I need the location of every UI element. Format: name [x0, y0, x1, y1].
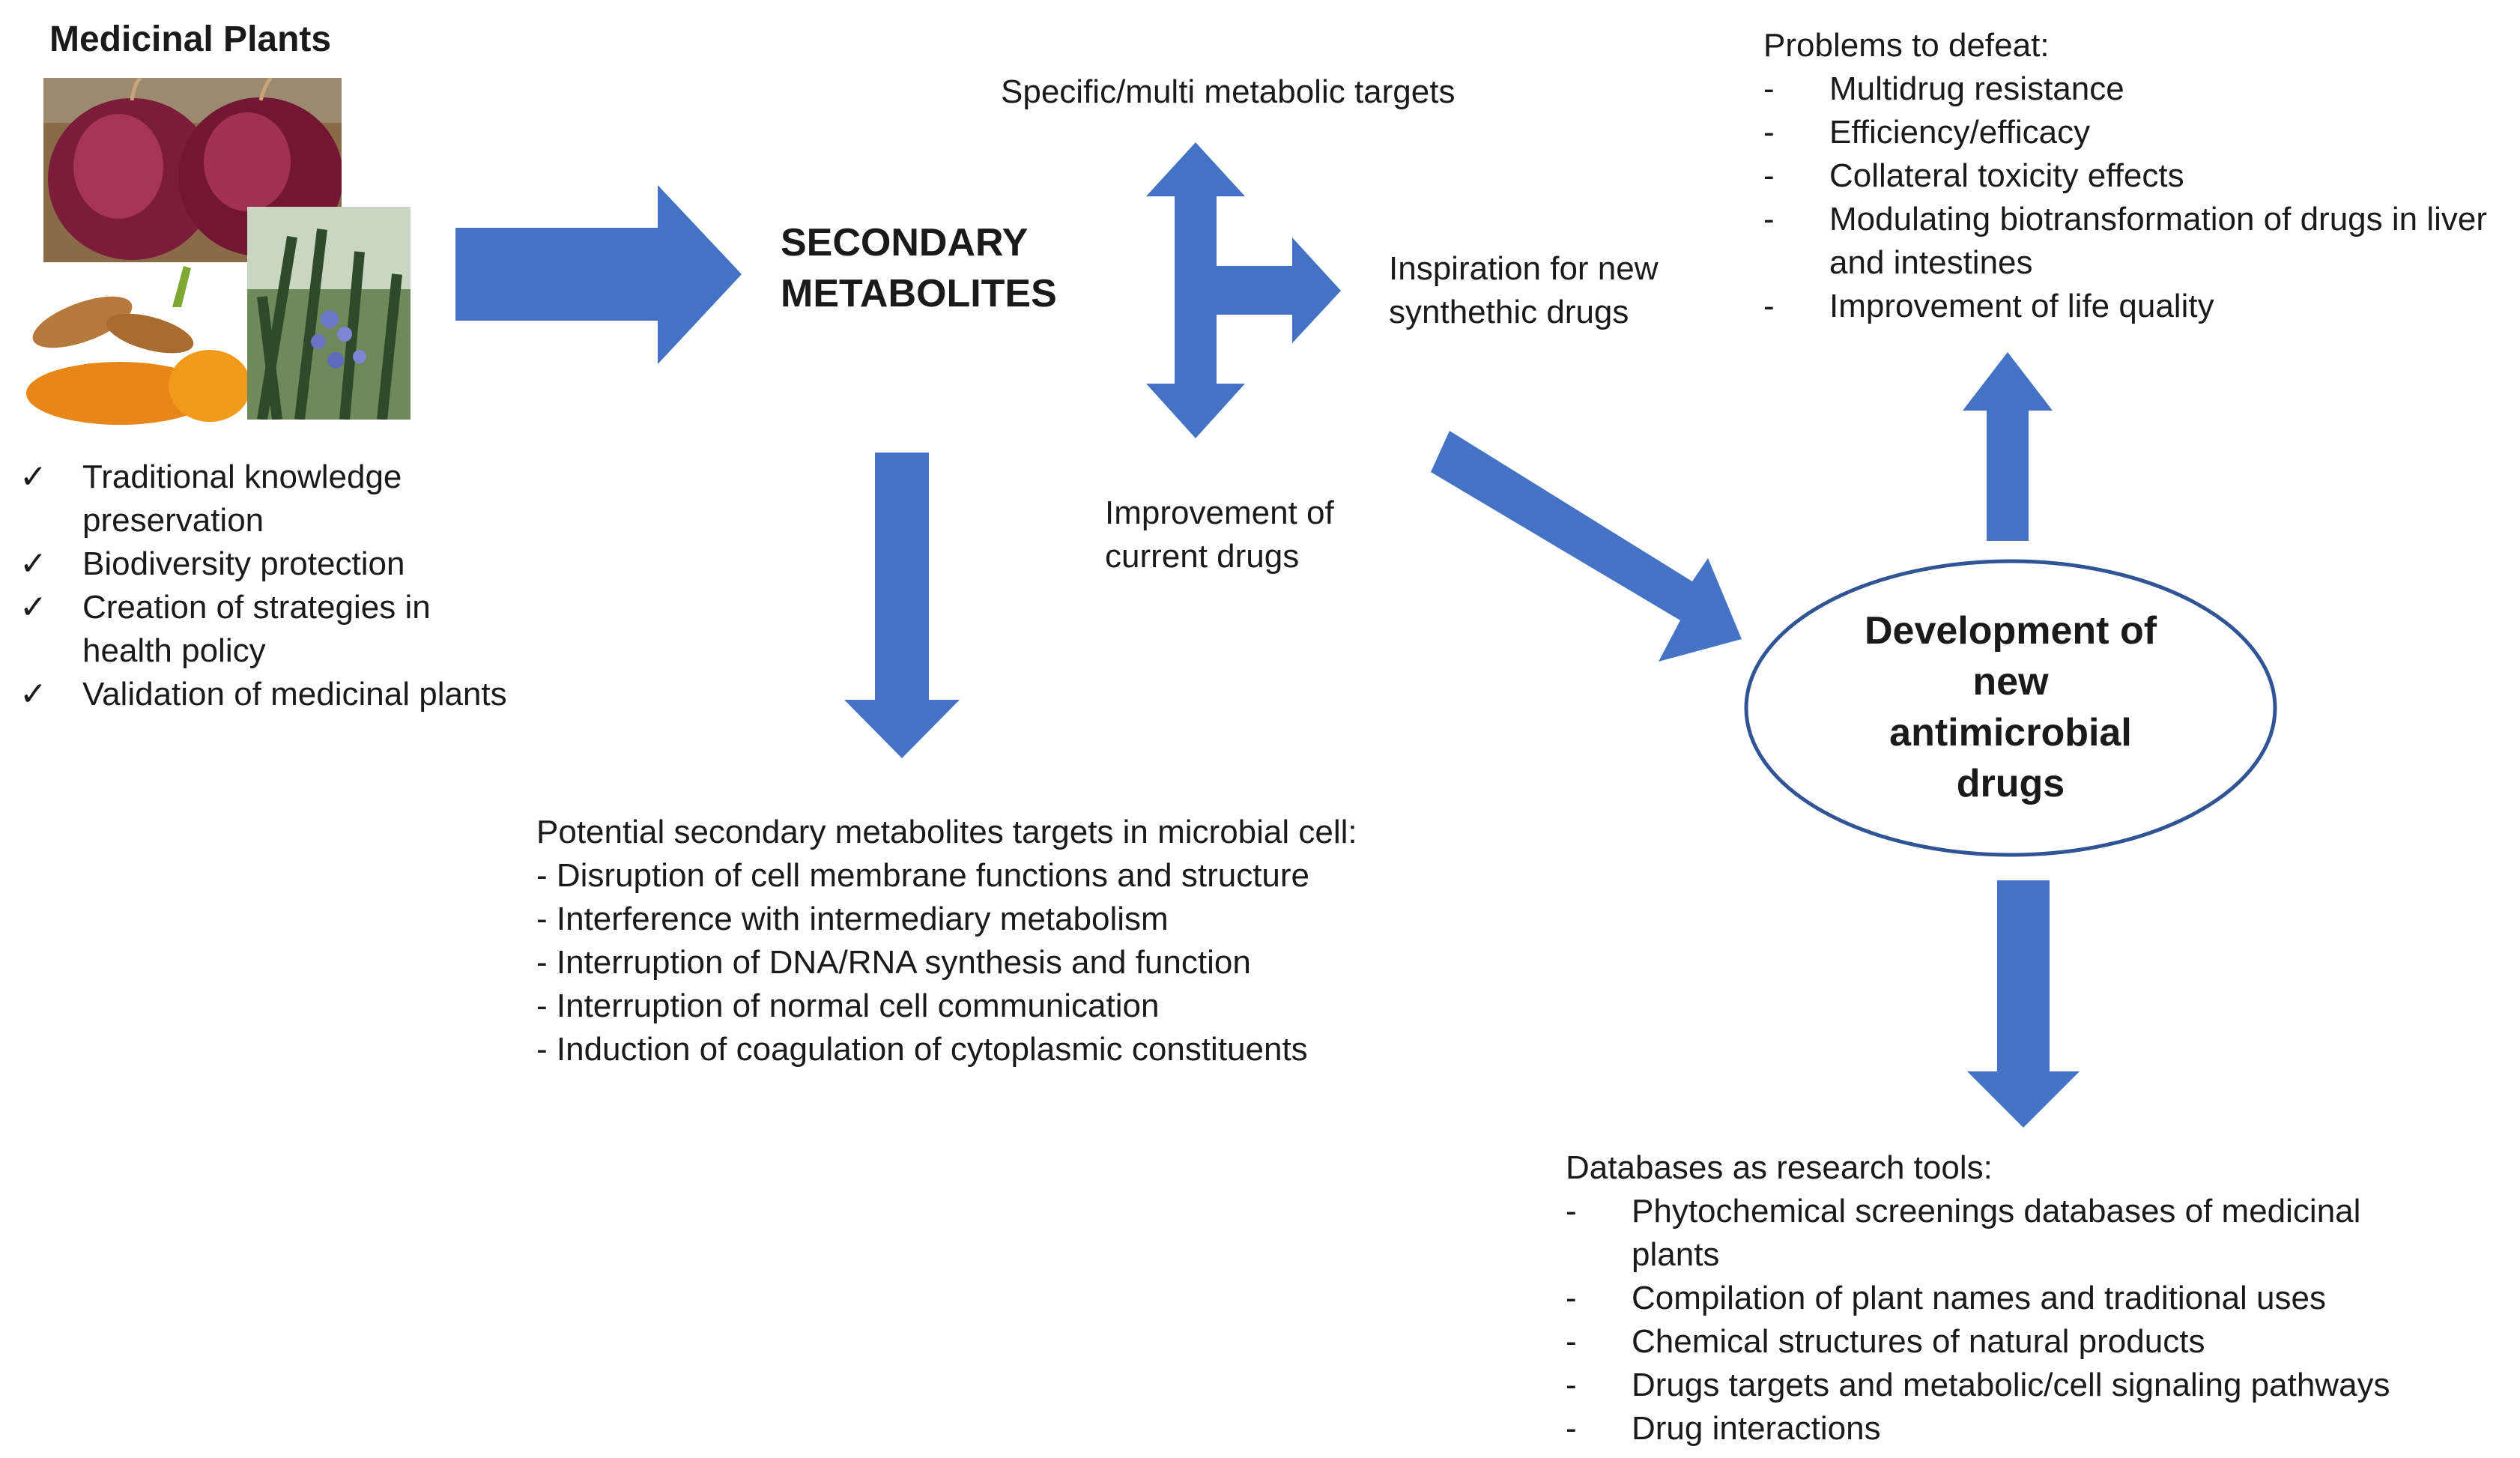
list-item: - Chemical structures of natural product…	[1566, 1320, 2390, 1364]
list-item: - Disruption of cell membrane functions …	[536, 857, 1310, 894]
list-item: - Collateral toxicity effects	[1763, 154, 2487, 198]
list-item-line: Multidrug resistance	[1829, 70, 2124, 107]
list-item-line: Creation of strategies in	[82, 589, 431, 626]
list-item-line: Collateral toxicity effects	[1829, 157, 2184, 194]
improvement-line: current drugs	[1105, 538, 1300, 575]
list-item: - Drug interactions	[1566, 1407, 2390, 1451]
list-item-line: Traditional knowledge	[82, 459, 402, 495]
list-item: ✓ Creation of strategies in health polic…	[19, 586, 507, 673]
list-item-line: Biodiversity protection	[82, 545, 405, 582]
list-item: - Multidrug resistance	[1763, 67, 2487, 111]
dash-bullet: -	[1566, 1280, 1577, 1316]
list-item: - Interference with intermediary metabol…	[536, 901, 1169, 937]
list-item: - Improvement of life quality	[1763, 285, 2487, 328]
dash-bullet: -	[1763, 157, 1775, 194]
list-item-line: Modulating biotransformation of drugs in…	[1829, 201, 2488, 238]
list-item-line: preservation	[82, 502, 264, 539]
dash-bullet: -	[1763, 70, 1775, 107]
improvement-line: Improvement of	[1105, 494, 1334, 531]
list-item-line: Compilation of plant names and tradition…	[1632, 1280, 2326, 1316]
list-item: - Interruption of normal cell communicat…	[536, 987, 1160, 1024]
list-item: - Induction of coagulation of cytoplasmi…	[536, 1031, 1308, 1068]
list-item-line: Phytochemical screenings databases of me…	[1632, 1193, 2361, 1229]
arrow-development-up	[1963, 352, 2053, 541]
list-item: - Compilation of plant names and traditi…	[1566, 1277, 2390, 1320]
specific-targets-label: Specific/multi metabolic targets	[1001, 73, 1456, 110]
list-item: ✓ Biodiversity protection	[19, 542, 507, 586]
dash-bullet: -	[1566, 1367, 1577, 1403]
check-icon: ✓	[19, 545, 47, 582]
improvement-label: Improvement of current drugs	[1105, 491, 1334, 578]
list-item: - Drugs targets and metabolic/cell signa…	[1566, 1364, 2390, 1407]
list-item-line: Chemical structures of natural products	[1632, 1323, 2205, 1360]
microbial-targets-block: Potential secondary metabolites targets …	[536, 811, 1357, 1071]
list-item-line: Efficiency/efficacy	[1829, 114, 2091, 151]
development-line: new	[1972, 660, 2049, 704]
list-item: ✓ Traditional knowledge preservation	[19, 456, 507, 542]
inspiration-label: Inspiration for new synthethic drugs	[1389, 247, 1659, 334]
databases-list: - Phytochemical screenings databases of …	[1566, 1190, 2390, 1451]
dash-bullet: -	[1566, 1410, 1577, 1447]
list-item-line: Validation of medicinal plants	[82, 676, 507, 713]
dash-bullet: -	[1566, 1193, 1577, 1229]
development-line: antimicrobial	[1889, 711, 2132, 754]
list-item: ✓ Validation of medicinal plants	[19, 673, 507, 716]
microbial-targets-title: Potential secondary metabolites targets …	[536, 814, 1357, 850]
list-item-line: Drugs targets and metabolic/cell signali…	[1632, 1367, 2390, 1403]
medicinal-plants-title: Medicinal Plants	[49, 19, 332, 59]
list-item-line: health policy	[82, 632, 266, 669]
problems-list: - Multidrug resistance - Efficiency/effi…	[1763, 67, 2487, 328]
dash-bullet: -	[1763, 201, 1775, 238]
arrow-diagonal-to-development	[1431, 431, 1742, 662]
turmeric-photo	[22, 262, 252, 429]
arrow-plants-to-metabolites	[455, 185, 742, 364]
check-icon: ✓	[19, 459, 47, 495]
list-item-line: and intestines	[1829, 244, 2033, 281]
secondary-metabolites-label: SECONDARY METABOLITES	[781, 217, 1057, 319]
dash-bullet: -	[1763, 114, 1775, 151]
secondary-metabolites-line: METABOLITES	[781, 272, 1057, 315]
list-item-line: plants	[1632, 1236, 1720, 1273]
arrow-development-down	[1967, 880, 2080, 1128]
secondary-metabolites-line: SECONDARY	[781, 221, 1029, 264]
arrow-metabolites-down	[844, 453, 960, 758]
list-item: - Phytochemical screenings databases of …	[1566, 1190, 2390, 1277]
development-line: drugs	[1956, 762, 2065, 805]
arrow-double-vertical-branch	[1146, 142, 1341, 438]
development-label: Development of new antimicrobial drugs	[1786, 605, 2235, 809]
list-item-line: Drug interactions	[1632, 1410, 1881, 1447]
development-line: Development of	[1864, 609, 2157, 653]
list-item: - Efficiency/efficacy	[1763, 111, 2487, 154]
check-icon: ✓	[19, 589, 47, 626]
list-item: - Interruption of DNA/RNA synthesis and …	[536, 944, 1251, 981]
problems-title: Problems to defeat:	[1763, 27, 2050, 64]
development-ellipse	[1744, 559, 2277, 857]
plants-benefits-list: ✓ Traditional knowledge preservation ✓ B…	[19, 456, 507, 716]
inspiration-line: synthethic drugs	[1389, 294, 1629, 330]
check-icon: ✓	[19, 676, 47, 713]
list-item: - Modulating biotransformation of drugs …	[1763, 198, 2487, 285]
inspiration-line: Inspiration for new	[1389, 250, 1659, 287]
rosemary-photo	[247, 207, 411, 420]
dash-bullet: -	[1763, 288, 1775, 324]
dash-bullet: -	[1566, 1323, 1577, 1360]
databases-title: Databases as research tools:	[1566, 1149, 1993, 1186]
list-item-line: Improvement of life quality	[1829, 288, 2214, 324]
